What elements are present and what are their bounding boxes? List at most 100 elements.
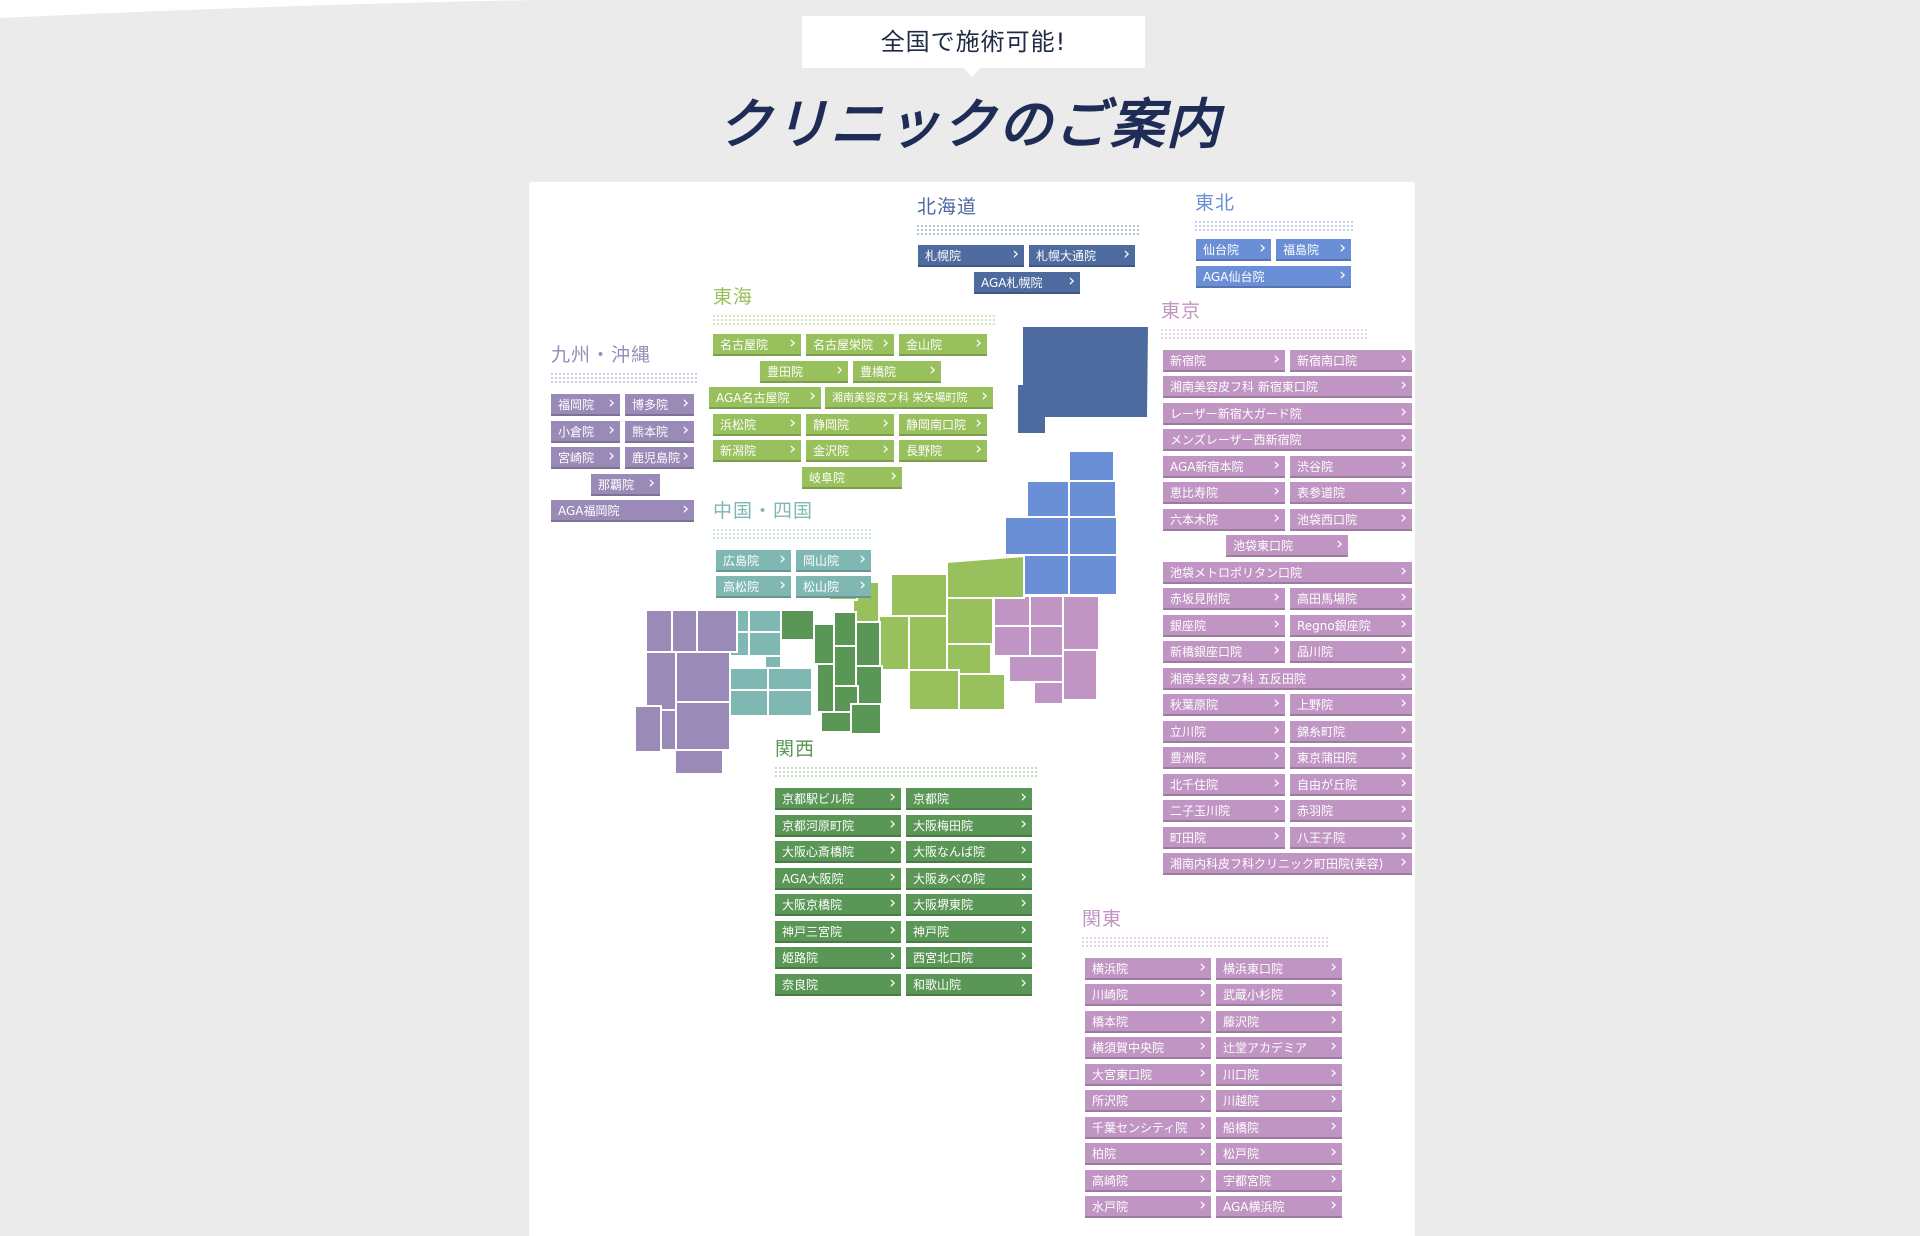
clinic-button[interactable]: 新宿南口院 xyxy=(1290,350,1412,372)
clinic-button[interactable]: AGA札幌院 xyxy=(974,272,1080,294)
clinic-button[interactable]: 大阪京橋院 xyxy=(775,894,901,916)
clinic-button[interactable]: 鹿児島院 xyxy=(625,447,694,469)
clinic-button[interactable]: 札幌大通院 xyxy=(1029,245,1135,267)
clinic-button[interactable]: 松戸院 xyxy=(1216,1143,1342,1165)
clinic-button[interactable]: 博多院 xyxy=(625,394,694,416)
clinic-button[interactable]: 西宮北口院 xyxy=(906,947,1032,969)
clinic-button[interactable]: 岐阜院 xyxy=(802,467,902,489)
clinic-button[interactable]: 川口院 xyxy=(1216,1064,1342,1086)
clinic-button[interactable]: AGA横浜院 xyxy=(1216,1196,1342,1218)
clinic-button[interactable]: 恵比寿院 xyxy=(1163,482,1285,504)
clinic-button[interactable]: 二子玉川院 xyxy=(1163,800,1285,822)
clinic-button[interactable]: 福島院 xyxy=(1276,239,1351,261)
clinic-button[interactable]: 川越院 xyxy=(1216,1090,1342,1112)
clinic-button[interactable]: 高崎院 xyxy=(1085,1170,1211,1192)
clinic-button[interactable]: 橋本院 xyxy=(1085,1011,1211,1033)
clinic-button[interactable]: 六本木院 xyxy=(1163,509,1285,531)
clinic-button[interactable]: AGA大阪院 xyxy=(775,868,901,890)
clinic-button[interactable]: 札幌院 xyxy=(918,245,1024,267)
clinic-button[interactable]: 東京蒲田院 xyxy=(1290,747,1412,769)
clinic-button[interactable]: 赤坂見附院 xyxy=(1163,588,1285,610)
clinic-button[interactable]: 湘南内科皮フ科クリニック町田院(美容) xyxy=(1163,853,1412,875)
clinic-button[interactable]: 小倉院 xyxy=(551,421,620,443)
clinic-button[interactable]: AGA福岡院 xyxy=(551,500,694,522)
clinic-button[interactable]: 新潟院 xyxy=(713,440,801,462)
clinic-button[interactable]: 豊田院 xyxy=(760,361,848,383)
clinic-button[interactable]: 辻堂アカデミア xyxy=(1216,1037,1342,1059)
clinic-button[interactable]: 和歌山院 xyxy=(906,974,1032,996)
clinic-button[interactable]: 大阪梅田院 xyxy=(906,815,1032,837)
clinic-button[interactable]: 仙台院 xyxy=(1196,239,1271,261)
clinic-button[interactable]: 北千住院 xyxy=(1163,774,1285,796)
clinic-button[interactable]: 京都駅ビル院 xyxy=(775,788,901,810)
clinic-button[interactable]: 上野院 xyxy=(1290,694,1412,716)
clinic-button[interactable]: 自由が丘院 xyxy=(1290,774,1412,796)
clinic-button[interactable]: 福岡院 xyxy=(551,394,620,416)
clinic-button[interactable]: レーザー新宿大ガード院 xyxy=(1163,403,1412,425)
clinic-button[interactable]: 長野院 xyxy=(899,440,987,462)
clinic-button[interactable]: 藤沢院 xyxy=(1216,1011,1342,1033)
clinic-button[interactable]: 新宿院 xyxy=(1163,350,1285,372)
clinic-button[interactable]: 湘南美容皮フ科 五反田院 xyxy=(1163,668,1412,690)
clinic-button[interactable]: 熊本院 xyxy=(625,421,694,443)
clinic-button[interactable]: 川崎院 xyxy=(1085,984,1211,1006)
clinic-button[interactable]: AGA名古屋院 xyxy=(709,387,821,409)
clinic-button[interactable]: 湘南美容皮フ科 栄矢場町院 xyxy=(825,387,993,409)
clinic-button[interactable]: 金山院 xyxy=(899,334,987,356)
clinic-button[interactable]: AGA仙台院 xyxy=(1196,266,1351,288)
clinic-button[interactable]: 柏院 xyxy=(1085,1143,1211,1165)
clinic-button[interactable]: AGA新宿本院 xyxy=(1163,456,1285,478)
clinic-button[interactable]: 高松院 xyxy=(716,576,791,598)
clinic-button[interactable]: 静岡院 xyxy=(806,414,894,436)
clinic-button[interactable]: 宇都宮院 xyxy=(1216,1170,1342,1192)
clinic-button[interactable]: 豊橋院 xyxy=(853,361,941,383)
clinic-button[interactable]: 錦糸町院 xyxy=(1290,721,1412,743)
clinic-button[interactable]: 千葉センシティ院 xyxy=(1085,1117,1211,1139)
clinic-button[interactable]: 品川院 xyxy=(1290,641,1412,663)
clinic-button[interactable]: 浜松院 xyxy=(713,414,801,436)
clinic-button[interactable]: 豊洲院 xyxy=(1163,747,1285,769)
clinic-button[interactable]: 大阪堺東院 xyxy=(906,894,1032,916)
clinic-button[interactable]: 渋谷院 xyxy=(1290,456,1412,478)
clinic-button[interactable]: 大阪心斎橋院 xyxy=(775,841,901,863)
clinic-button[interactable]: 武蔵小杉院 xyxy=(1216,984,1342,1006)
clinic-button[interactable]: 町田院 xyxy=(1163,827,1285,849)
clinic-button[interactable]: 銀座院 xyxy=(1163,615,1285,637)
clinic-button[interactable]: 横須賀中央院 xyxy=(1085,1037,1211,1059)
clinic-button[interactable]: メンズレーザー西新宿院 xyxy=(1163,429,1412,451)
clinic-button[interactable]: 横浜東口院 xyxy=(1216,958,1342,980)
clinic-button[interactable]: Regno銀座院 xyxy=(1290,615,1412,637)
clinic-button[interactable]: 名古屋栄院 xyxy=(806,334,894,356)
clinic-button[interactable]: 姫路院 xyxy=(775,947,901,969)
clinic-button[interactable]: 池袋メトロポリタン口院 xyxy=(1163,562,1412,584)
clinic-button[interactable]: 金沢院 xyxy=(806,440,894,462)
clinic-button[interactable]: 表参道院 xyxy=(1290,482,1412,504)
clinic-button[interactable]: 大阪なんば院 xyxy=(906,841,1032,863)
clinic-button[interactable]: 京都院 xyxy=(906,788,1032,810)
clinic-button[interactable]: 広島院 xyxy=(716,550,791,572)
clinic-button[interactable]: 大阪あべの院 xyxy=(906,868,1032,890)
clinic-button[interactable]: 静岡南口院 xyxy=(899,414,987,436)
clinic-button[interactable]: 高田馬場院 xyxy=(1290,588,1412,610)
clinic-button[interactable]: 宮崎院 xyxy=(551,447,620,469)
clinic-button[interactable]: 船橋院 xyxy=(1216,1117,1342,1139)
clinic-button[interactable]: 松山院 xyxy=(796,576,871,598)
clinic-button[interactable]: 新橋銀座口院 xyxy=(1163,641,1285,663)
clinic-button[interactable]: 神戸三宮院 xyxy=(775,921,901,943)
clinic-button[interactable]: 神戸院 xyxy=(906,921,1032,943)
clinic-button[interactable]: 名古屋院 xyxy=(713,334,801,356)
clinic-button[interactable]: 赤羽院 xyxy=(1290,800,1412,822)
clinic-button[interactable]: 池袋東口院 xyxy=(1226,535,1348,557)
clinic-button[interactable]: 立川院 xyxy=(1163,721,1285,743)
clinic-button[interactable]: 湘南美容皮フ科 新宿東口院 xyxy=(1163,376,1412,398)
clinic-button[interactable]: 那覇院 xyxy=(591,474,660,496)
clinic-button[interactable]: 横浜院 xyxy=(1085,958,1211,980)
clinic-button[interactable]: 奈良院 xyxy=(775,974,901,996)
clinic-button[interactable]: 八王子院 xyxy=(1290,827,1412,849)
clinic-button[interactable]: 大宮東口院 xyxy=(1085,1064,1211,1086)
clinic-button[interactable]: 岡山院 xyxy=(796,550,871,572)
clinic-button[interactable]: 秋葉原院 xyxy=(1163,694,1285,716)
clinic-button[interactable]: 池袋西口院 xyxy=(1290,509,1412,531)
clinic-button[interactable]: 京都河原町院 xyxy=(775,815,901,837)
clinic-button[interactable]: 所沢院 xyxy=(1085,1090,1211,1112)
